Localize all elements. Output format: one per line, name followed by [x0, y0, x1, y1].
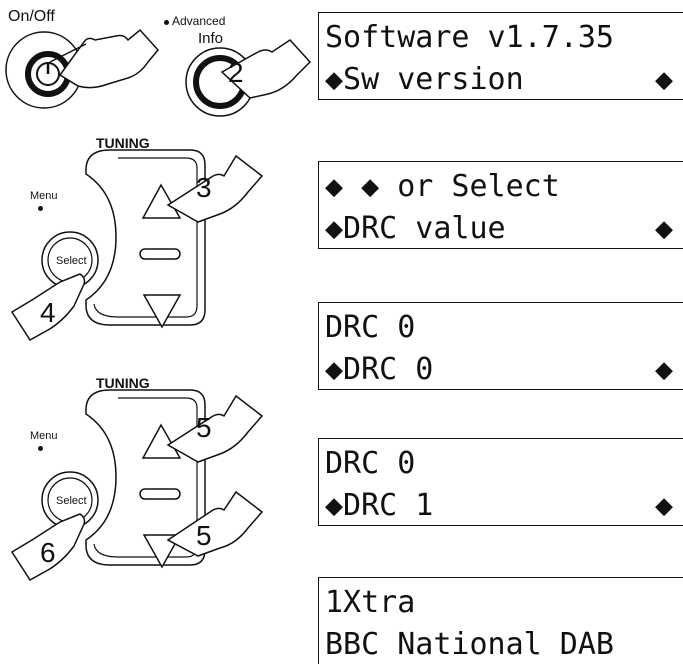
- lcd-line-1: DRC 0: [325, 446, 416, 481]
- advanced-dot: [164, 20, 169, 25]
- menu-label: Menu: [30, 430, 58, 442]
- tuning-down-button-2[interactable]: [142, 534, 182, 569]
- lcd-screen-5: 1Xtra BBC National DAB: [318, 577, 683, 664]
- step-number: 5: [196, 520, 212, 551]
- pointing-hand-icon: [10, 273, 86, 341]
- tuning-up-button-2[interactable]: [141, 423, 182, 459]
- tuning-down-button-1[interactable]: [142, 294, 182, 329]
- lcd-line-1: ◆ ◆ or Select: [325, 169, 560, 204]
- info-label: Info: [198, 30, 224, 47]
- step-number: 4: [40, 297, 56, 328]
- lcd-line-1: Software v1.7.35: [325, 20, 614, 55]
- lcd-line-1: 1Xtra: [325, 585, 416, 620]
- right-arrow-icon: ◆: [655, 211, 674, 246]
- lcd-line-1: DRC 0: [325, 310, 416, 345]
- lcd-line-2: ◆DRC value: [325, 211, 506, 246]
- step-number: 2: [228, 57, 244, 88]
- tuning-center-bar-1: [139, 248, 181, 260]
- pointing-hand-icon: [166, 490, 264, 557]
- advanced-label: Advanced: [172, 14, 226, 28]
- lcd-screen-3: DRC 0 ◆DRC 0 ◆: [318, 302, 683, 390]
- right-arrow-icon: ◆: [655, 352, 674, 387]
- step-number: 3: [196, 172, 212, 203]
- lcd-line-2: ◆Sw version: [325, 62, 524, 97]
- menu-dot: [38, 446, 43, 451]
- right-arrow-icon: ◆: [655, 62, 674, 97]
- lcd-screen-4: DRC 0 ◆DRC 1 ◆: [318, 438, 683, 526]
- power-label: On/Off: [8, 8, 55, 25]
- tuning-up-button-1[interactable]: [141, 183, 182, 219]
- tuning-label: TUNING: [96, 375, 150, 391]
- lcd-line-2: ◆DRC 1: [325, 488, 434, 523]
- step-number: 5: [196, 412, 212, 443]
- tuning-label: TUNING: [96, 135, 150, 151]
- select-button-2[interactable]: [41, 471, 99, 529]
- tuning-pad-1: [85, 149, 206, 326]
- menu-dot: [38, 206, 43, 211]
- lcd-screen-1: Software v1.7.35 ◆Sw version ◆: [318, 12, 683, 100]
- pointing-hand-icon: [49, 28, 159, 89]
- menu-label: Menu: [30, 190, 58, 202]
- pointing-hand-icon: [220, 39, 312, 99]
- lcd-screen-2: ◆ ◆ or Select ◆DRC value ◆: [318, 161, 683, 249]
- step-number: 6: [40, 537, 56, 568]
- pointing-hand-icon: [166, 394, 264, 463]
- tuning-center-bar-2: [139, 488, 181, 500]
- lcd-line-2: ◆DRC 0: [325, 352, 434, 387]
- pointing-hand-icon: [10, 513, 86, 581]
- lcd-line-2: BBC National DAB: [325, 627, 614, 662]
- pointing-hand-icon: [166, 154, 264, 223]
- select-label: Select: [56, 495, 87, 507]
- right-arrow-icon: ◆: [655, 488, 674, 523]
- select-label: Select: [56, 255, 87, 267]
- select-button-1[interactable]: [41, 231, 99, 289]
